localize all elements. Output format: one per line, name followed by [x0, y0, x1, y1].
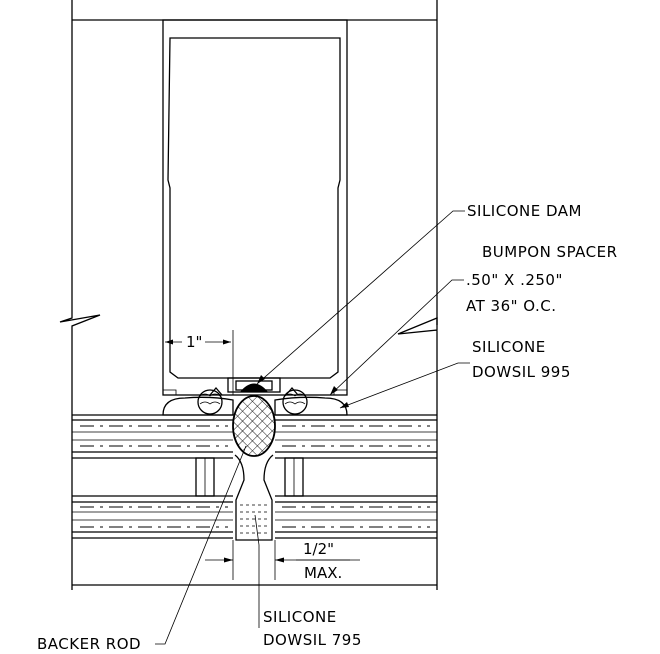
silicone-795-joint: [234, 454, 274, 541]
bumpon-label-line2: .50" X .250": [466, 271, 563, 289]
joint-note-text: MAX.: [304, 564, 342, 582]
ig-spacers: [195, 457, 304, 497]
joint-width-dimension: 1/2" MAX.: [205, 540, 360, 582]
backer-rod: [232, 395, 276, 457]
one-inch-dimension: 1": [162, 330, 234, 395]
leader-lines: [155, 210, 470, 645]
silicone-dam-label: SILICONE DAM: [467, 202, 582, 220]
bumpon-label-line1: BUMPON SPACER: [482, 243, 618, 261]
silicone-995-label-line1: SILICONE: [472, 338, 546, 356]
backer-rod-label: BACKER ROD: [37, 635, 141, 653]
offset-dimension-text: 1": [186, 333, 202, 351]
callout-labels: SILICONE DAM BUMPON SPACER .50" X .250" …: [37, 202, 618, 653]
bumpon-spacers: [162, 387, 348, 416]
silicone-dam: [240, 383, 268, 392]
silicone-795-label-line1: SILICONE: [263, 608, 337, 626]
joint-width-text: 1/2": [303, 540, 334, 558]
silicone-995-label-line2: DOWSIL 995: [472, 363, 571, 381]
bumpon-label-line3: AT 36" O.C.: [466, 297, 557, 315]
silicone-795-label-line2: DOWSIL 795: [263, 631, 362, 649]
